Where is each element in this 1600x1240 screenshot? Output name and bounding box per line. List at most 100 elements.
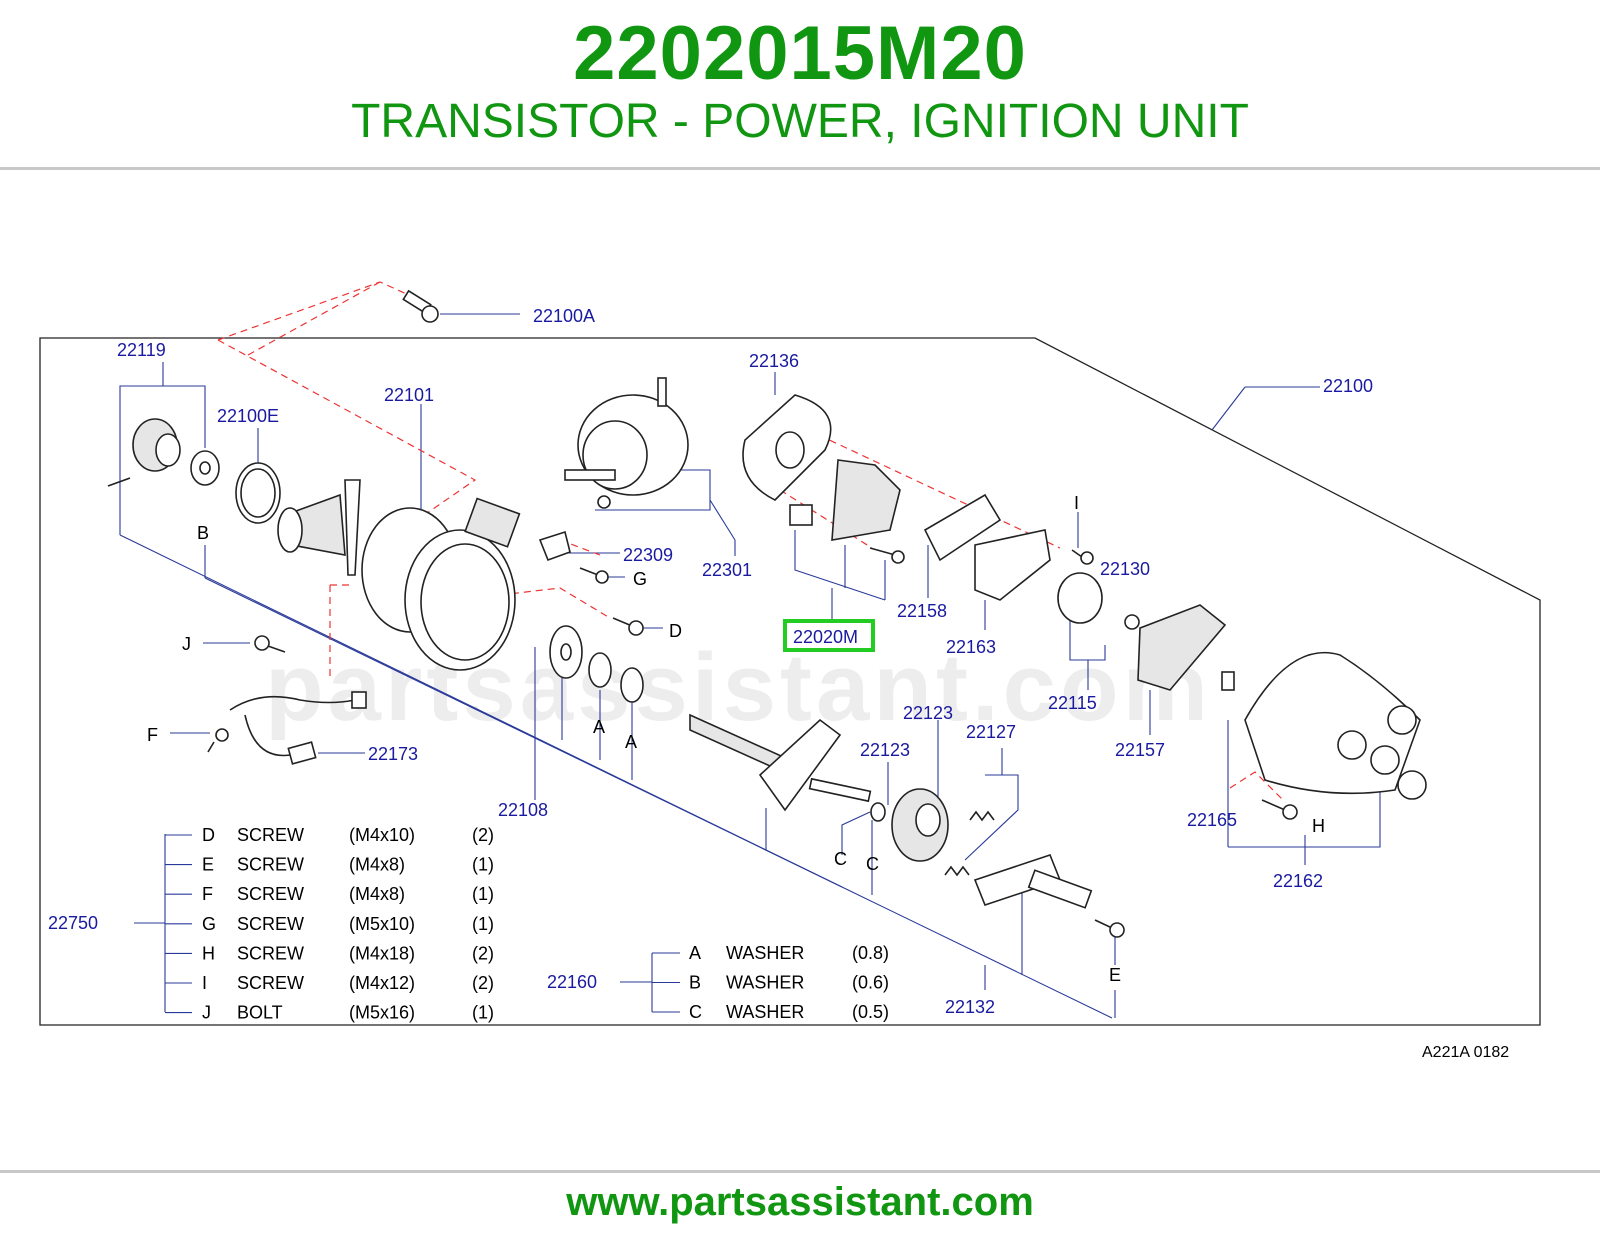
marker-J: J xyxy=(182,634,191,654)
legend-screw-key: E xyxy=(202,855,214,875)
legend-screw-size: (M4x10) xyxy=(349,825,415,845)
spring-22127-shape xyxy=(969,810,995,822)
diagram-frame xyxy=(39,337,1541,1026)
header-divider xyxy=(0,167,1600,170)
rotor-22157-shape xyxy=(1137,604,1227,691)
distributor-cap-22162-shape xyxy=(1244,651,1427,800)
legend-washer-size: (0.5) xyxy=(852,1002,889,1022)
callout-22101[interactable]: 22101 xyxy=(384,385,434,405)
legend-screw-name: SCREW xyxy=(237,884,304,904)
callout-22132[interactable]: 22132 xyxy=(945,997,995,1017)
legend-screw-size: (M4x18) xyxy=(349,943,415,963)
callout-22750[interactable]: 22750 xyxy=(48,913,98,933)
vacuum-unit-22301-shape xyxy=(564,377,689,509)
legend-screw-size: (M5x16) xyxy=(349,1003,415,1023)
part-description: TRANSISTOR - POWER, IGNITION UNIT xyxy=(351,95,1249,148)
plate-22136-shape xyxy=(742,394,832,501)
power-transistor-22020M-shape xyxy=(789,459,905,564)
legend-screw-qty: (1) xyxy=(472,855,494,875)
callout-22115[interactable]: 22115 xyxy=(1048,693,1097,713)
callout-22173[interactable]: 22173 xyxy=(368,744,418,764)
clip-22309-shape xyxy=(538,530,571,562)
legend-screw-key: F xyxy=(202,884,213,904)
callout-22130[interactable]: 22130 xyxy=(1100,559,1150,579)
marker-A-2: A xyxy=(625,732,637,752)
callout-22157[interactable]: 22157 xyxy=(1115,740,1165,760)
legend-washer-row: C WASHER (0.5) xyxy=(652,1002,889,1022)
marker-A-1: A xyxy=(593,717,605,737)
footer-url-link[interactable]: www.partsassistant.com xyxy=(566,1180,1034,1224)
screw-H-shape xyxy=(1261,799,1298,820)
bolt-22100A-shape xyxy=(402,289,439,323)
diagram-reference-code: A221A 0182 xyxy=(1422,1044,1509,1061)
legend-screw-qty: (1) xyxy=(472,1003,494,1023)
callout-22158[interactable]: 22158 xyxy=(897,601,947,621)
callout-22309[interactable]: 22309 xyxy=(623,545,673,565)
legend-screw-qty: (2) xyxy=(472,973,494,993)
callout-22100[interactable]: 22100 xyxy=(1323,376,1373,396)
marker-C-1: C xyxy=(834,849,847,869)
callout-22127[interactable]: 22127 xyxy=(966,722,1016,742)
bracket-22163-shape xyxy=(974,529,1051,601)
marker-C-2: C xyxy=(866,854,879,874)
legend-washer-name: WASHER xyxy=(726,1002,804,1022)
legend-washer-row: A WASHER (0.8) xyxy=(652,943,889,963)
washers-A-shape xyxy=(549,625,644,703)
marker-G: G xyxy=(633,569,647,589)
callout-22123-lower[interactable]: 22123 xyxy=(860,740,910,760)
legend-washer-key: A xyxy=(689,943,701,963)
marker-D: D xyxy=(669,621,682,641)
callout-22108[interactable]: 22108 xyxy=(498,800,548,820)
legend-screw-qty: (2) xyxy=(472,943,494,963)
legend-washer-size: (0.8) xyxy=(852,943,889,963)
legend-screw-name: SCREW xyxy=(237,943,304,963)
legend-screw-name: SCREW xyxy=(237,973,304,993)
marker-F: F xyxy=(147,725,158,745)
callout-22100E[interactable]: 22100E xyxy=(217,406,279,426)
legend-screw-name: SCREW xyxy=(237,855,304,875)
legend-screw-name: SCREW xyxy=(237,825,304,845)
part-drawings xyxy=(107,289,1427,938)
legend-washer-name: WASHER xyxy=(726,973,804,993)
nut-22130-shape xyxy=(1124,614,1140,630)
legend-screw-qty: (2) xyxy=(472,825,494,845)
shaft-22108-shape xyxy=(689,713,872,812)
callout-22119[interactable]: 22119 xyxy=(117,340,166,360)
letter-markers: B G D J F A A I C C H E xyxy=(147,493,1325,985)
marker-B: B xyxy=(197,523,209,543)
callout-22100A[interactable]: 22100A xyxy=(533,306,595,326)
legend-screw-size: (M4x8) xyxy=(349,884,405,904)
callout-22020M-highlighted[interactable]: 22020M xyxy=(793,627,858,647)
washer-C-shape xyxy=(870,802,886,822)
callout-22165[interactable]: 22165 xyxy=(1187,810,1237,830)
callout-22162[interactable]: 22162 xyxy=(1273,871,1323,891)
cam-22132-shape xyxy=(973,854,1093,909)
gear-22119-shape xyxy=(107,418,220,487)
legend-screw-qty: (1) xyxy=(472,884,494,904)
legend-screw-key: H xyxy=(202,943,215,963)
legend-screw-name: SCREW xyxy=(237,914,304,934)
legend-washer-name: WASHER xyxy=(726,943,804,963)
footer-divider xyxy=(0,1170,1600,1173)
legend-screw-size: (M4x12) xyxy=(349,973,415,993)
callout-22160[interactable]: 22160 xyxy=(547,972,597,992)
legend-washer-key: C xyxy=(689,1002,702,1022)
legend-screw-qty: (1) xyxy=(472,914,494,934)
rotor-22115-shape xyxy=(1057,572,1103,624)
callout-22301[interactable]: 22301 xyxy=(702,560,752,580)
legend-screw-size: (M4x8) xyxy=(349,855,405,875)
housing-22101-shape xyxy=(277,479,521,671)
callout-22136[interactable]: 22136 xyxy=(749,351,799,371)
callout-22163[interactable]: 22163 xyxy=(946,637,996,657)
governor-22123-shape xyxy=(891,788,949,862)
screw-G-shape xyxy=(579,567,609,584)
callout-22123-upper[interactable]: 22123 xyxy=(903,703,953,723)
bracket-22158-shape xyxy=(923,493,1002,562)
